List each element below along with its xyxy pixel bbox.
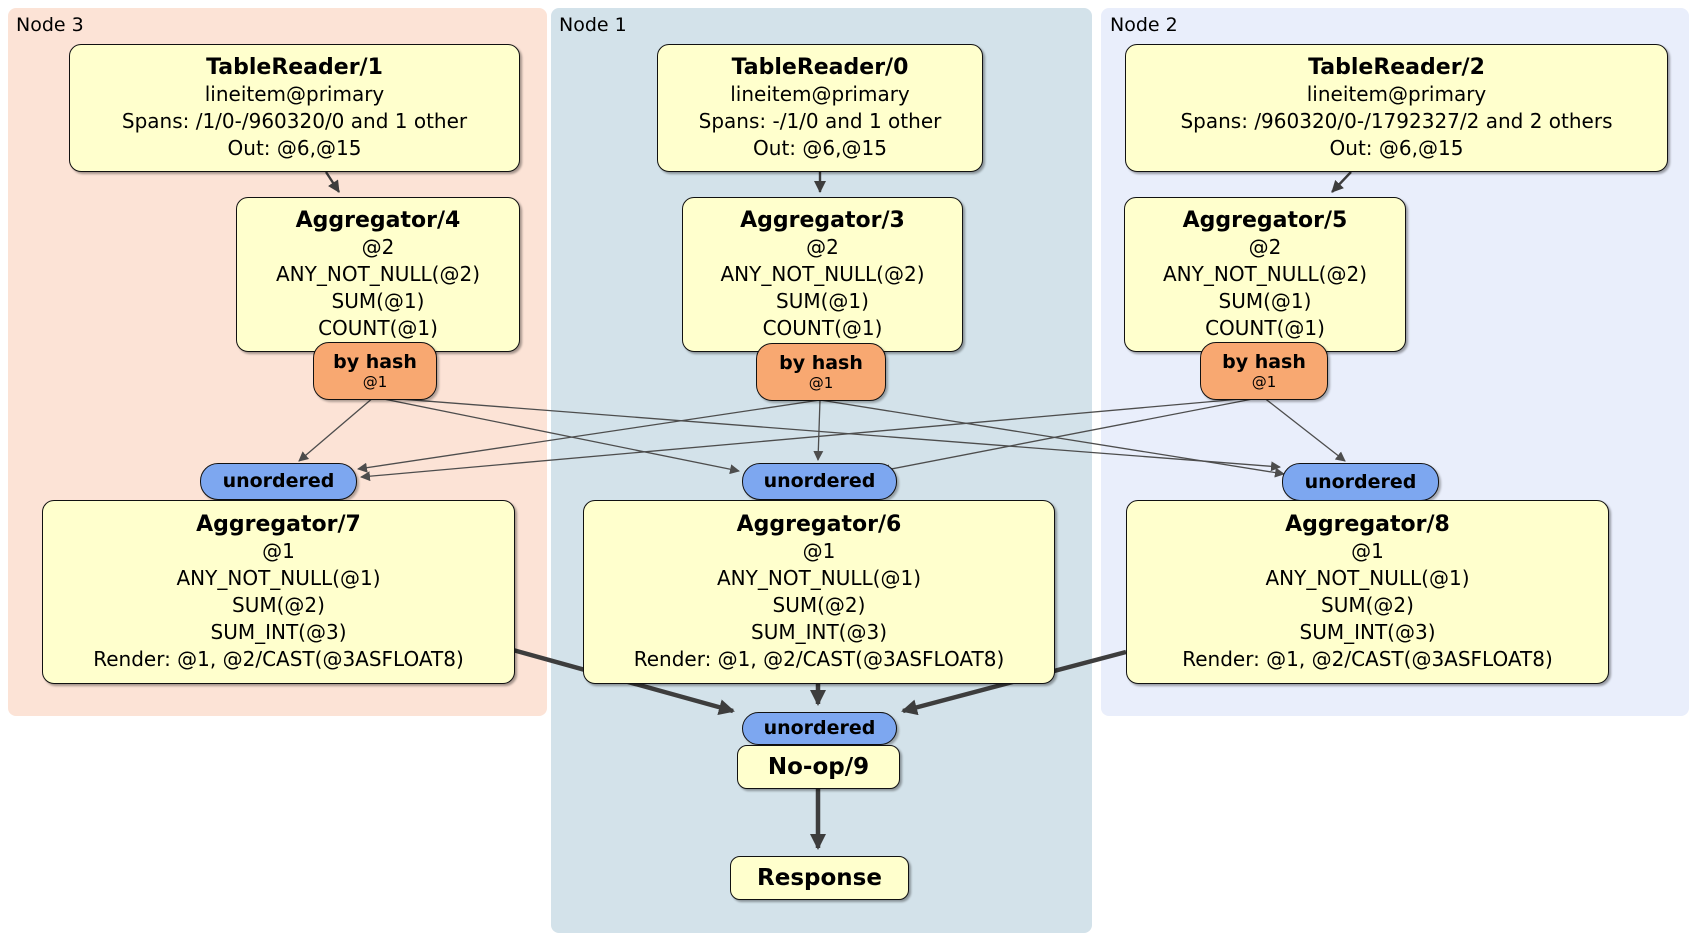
tablereader-2-spans: Spans: /960320/0-/1792327/2 and 2 others (1180, 109, 1613, 133)
unordered-sync-node2: unordered (1282, 463, 1439, 501)
aggregator-8-render: Render: @1, @2/CAST(@3ASFLOAT8) (1182, 647, 1553, 671)
unordered-sync-node1-label: unordered (763, 470, 876, 492)
aggregator-7-box: Aggregator/7 @1 ANY_NOT_NULL(@1) SUM(@2)… (42, 500, 515, 684)
noop-9-title: No-op/9 (767, 754, 870, 780)
tablereader-0-out: Out: @6,@15 (753, 136, 887, 160)
hash-router-node1-key: @1 (808, 374, 834, 392)
aggregator-5-box: Aggregator/5 @2 ANY_NOT_NULL(@2) SUM(@1)… (1124, 197, 1406, 352)
aggregator-4-fn: SUM(@1) (331, 289, 425, 313)
aggregator-7-group: @1 (262, 539, 295, 563)
node1-region-label: Node 1 (559, 14, 627, 36)
aggregator-6-fn: SUM_INT(@3) (751, 620, 887, 644)
aggregator-6-group: @1 (802, 539, 836, 563)
aggregator-3-group: @2 (806, 235, 839, 259)
aggregator-3-box: Aggregator/3 @2 ANY_NOT_NULL(@2) SUM(@1)… (682, 197, 963, 352)
aggregator-8-group: @1 (1351, 539, 1384, 563)
unordered-sync-final: unordered (742, 712, 897, 745)
hash-router-node1: by hash @1 (756, 343, 886, 401)
hash-router-node2: by hash @1 (1200, 342, 1328, 400)
unordered-sync-node1: unordered (742, 463, 897, 500)
aggregator-6-title: Aggregator/6 (736, 512, 902, 537)
node2-region-label: Node 2 (1110, 14, 1178, 36)
aggregator-7-title: Aggregator/7 (196, 512, 361, 537)
aggregator-8-fn: SUM_INT(@3) (1299, 620, 1436, 644)
response-box: Response (730, 856, 909, 900)
aggregator-5-fn: SUM(@1) (1218, 289, 1312, 313)
hash-router-node3-label: by hash (333, 351, 417, 373)
aggregator-7-render: Render: @1, @2/CAST(@3ASFLOAT8) (93, 647, 464, 671)
aggregator-8-box: Aggregator/8 @1 ANY_NOT_NULL(@1) SUM(@2)… (1126, 500, 1609, 684)
tablereader-1-index: lineitem@primary (204, 82, 385, 106)
unordered-sync-final-label: unordered (763, 717, 876, 739)
aggregator-7-fn: SUM(@2) (232, 593, 325, 617)
aggregator-6-fn: SUM(@2) (772, 593, 866, 617)
aggregator-8-fn: SUM(@2) (1321, 593, 1414, 617)
unordered-sync-node3: unordered (200, 463, 357, 500)
aggregator-5-group: @2 (1248, 235, 1282, 259)
tablereader-2-out: Out: @6,@15 (1329, 136, 1464, 160)
tablereader-1-title: TableReader/1 (206, 55, 383, 80)
hash-router-node1-label: by hash (779, 352, 863, 374)
aggregator-3-fn: COUNT(@1) (762, 316, 883, 340)
hash-router-node2-label: by hash (1222, 351, 1306, 373)
aggregator-5-title: Aggregator/5 (1182, 208, 1348, 233)
aggregator-6-box: Aggregator/6 @1 ANY_NOT_NULL(@1) SUM(@2)… (583, 500, 1055, 684)
aggregator-4-group: @2 (361, 235, 395, 259)
aggregator-4-fn: ANY_NOT_NULL(@2) (276, 262, 480, 286)
tablereader-2-box: TableReader/2 lineitem@primary Spans: /9… (1125, 44, 1668, 172)
aggregator-6-render: Render: @1, @2/CAST(@3ASFLOAT8) (633, 647, 1005, 671)
aggregator-7-fn: ANY_NOT_NULL(@1) (176, 566, 381, 590)
unordered-sync-node2-label: unordered (1304, 470, 1417, 493)
tablereader-0-index: lineitem@primary (730, 82, 910, 106)
node3-region-label: Node 3 (16, 14, 84, 36)
aggregator-7-fn: SUM_INT(@3) (210, 620, 347, 644)
aggregator-4-title: Aggregator/4 (295, 208, 461, 233)
tablereader-1-spans: Spans: /1/0-/960320/0 and 1 other (121, 109, 468, 133)
aggregator-3-title: Aggregator/3 (740, 208, 905, 233)
aggregator-5-fn: COUNT(@1) (1205, 316, 1325, 340)
hash-router-node3-key: @1 (362, 373, 388, 391)
unordered-sync-node3-label: unordered (222, 470, 335, 492)
aggregator-8-title: Aggregator/8 (1285, 512, 1450, 537)
hash-router-node2-key: @1 (1251, 373, 1277, 391)
aggregator-3-fn: SUM(@1) (776, 289, 869, 313)
tablereader-1-out: Out: @6,@15 (227, 136, 362, 160)
tablereader-0-title: TableReader/0 (731, 55, 909, 80)
aggregator-6-fn: ANY_NOT_NULL(@1) (717, 566, 921, 590)
hash-router-node3: by hash @1 (313, 342, 437, 400)
tablereader-1-box: TableReader/1 lineitem@primary Spans: /1… (69, 44, 520, 172)
aggregator-3-fn: ANY_NOT_NULL(@2) (720, 262, 925, 286)
tablereader-2-index: lineitem@primary (1306, 82, 1487, 106)
aggregator-4-box: Aggregator/4 @2 ANY_NOT_NULL(@2) SUM(@1)… (236, 197, 520, 352)
aggregator-5-fn: ANY_NOT_NULL(@2) (1163, 262, 1367, 286)
response-title: Response (757, 865, 882, 891)
tablereader-2-title: TableReader/2 (1308, 55, 1485, 80)
aggregator-8-fn: ANY_NOT_NULL(@1) (1265, 566, 1470, 590)
tablereader-0-spans: Spans: -/1/0 and 1 other (698, 109, 942, 133)
tablereader-0-box: TableReader/0 lineitem@primary Spans: -/… (657, 44, 983, 172)
aggregator-4-fn: COUNT(@1) (318, 316, 438, 340)
noop-9-box: No-op/9 (737, 745, 900, 789)
